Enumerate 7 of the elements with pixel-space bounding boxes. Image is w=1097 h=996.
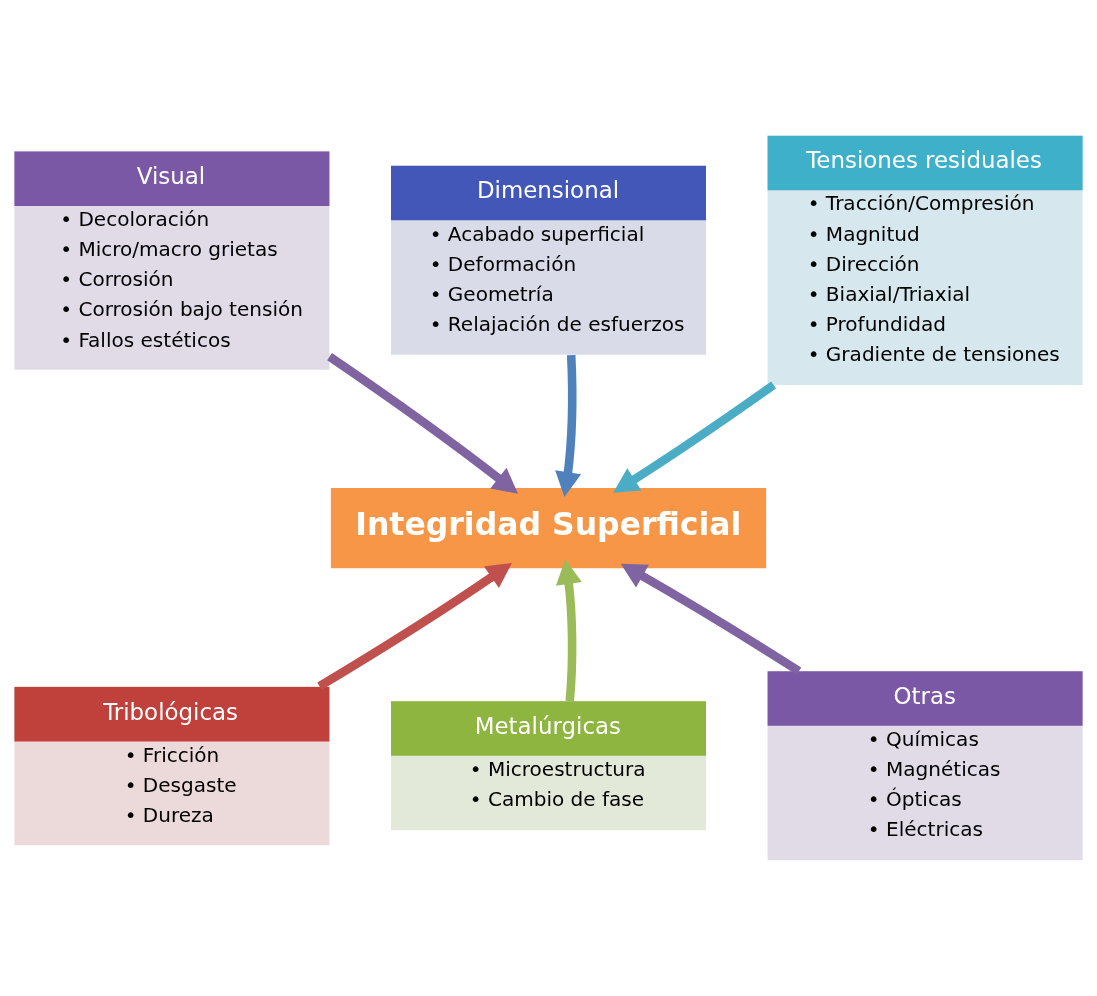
arrow <box>317 563 512 690</box>
arrow <box>555 354 582 497</box>
arrow <box>555 559 582 702</box>
arrow <box>620 563 802 675</box>
arrow <box>327 353 519 494</box>
node-box: Integridad Superficial <box>330 488 767 569</box>
arrow <box>613 381 777 493</box>
